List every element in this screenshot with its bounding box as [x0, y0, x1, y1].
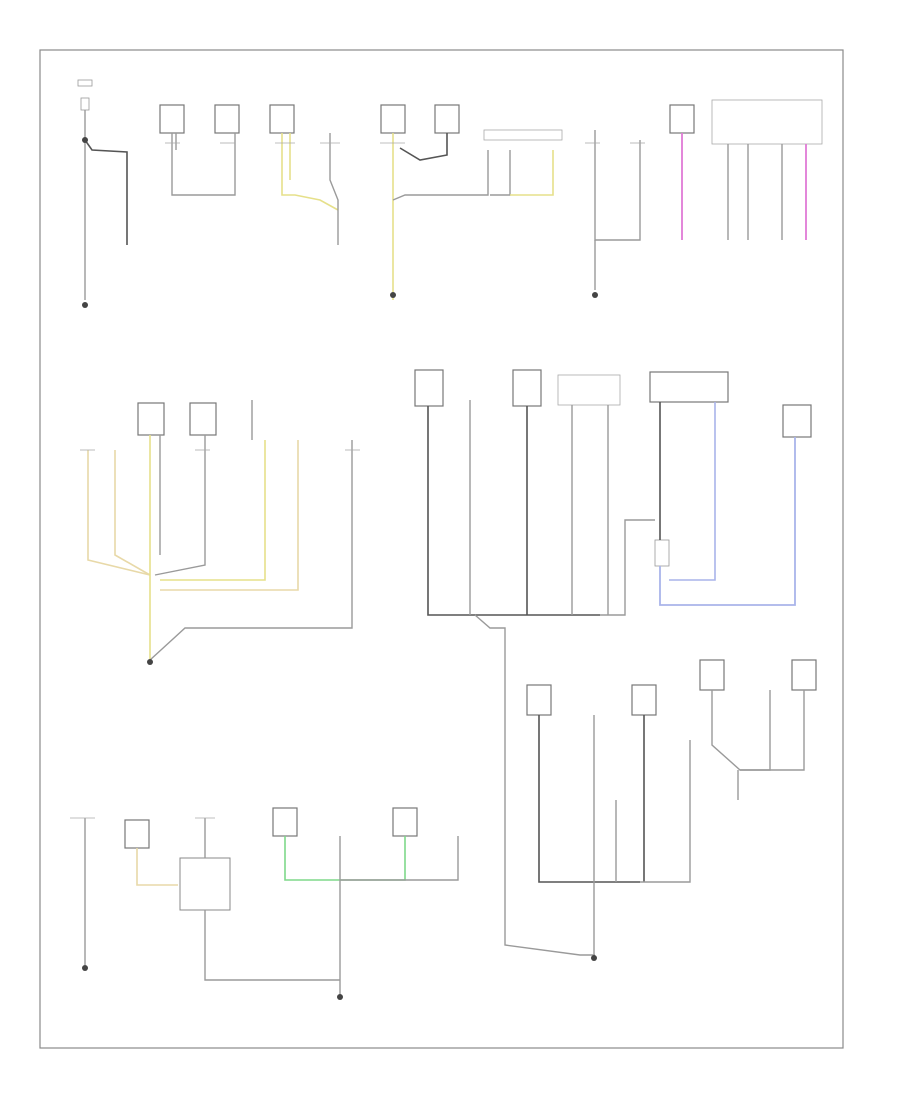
- component-box: [189, 402, 217, 436]
- connector-pin-markers: [70, 142, 645, 819]
- middle-right-circuits: [414, 369, 812, 956]
- bottom-right-circuits: [526, 659, 817, 961]
- component-box: [214, 104, 240, 134]
- component-box: [699, 659, 725, 691]
- component-box: [782, 404, 812, 438]
- ground-point-icon: [390, 292, 396, 298]
- component-box: [512, 369, 542, 407]
- component-box: [269, 104, 295, 134]
- component-box: [791, 659, 817, 691]
- component-box: [137, 402, 165, 436]
- component-box: [631, 684, 657, 716]
- component-box: [272, 807, 298, 837]
- ground-point-icon: [147, 659, 153, 665]
- component-box: [649, 371, 729, 403]
- ground-point-icon: [592, 292, 598, 298]
- bottom-left-circuits: [82, 807, 459, 1000]
- component-box: [124, 819, 150, 849]
- diagram-border: [39, 49, 844, 1049]
- component-group-center: [380, 104, 563, 300]
- component-group-right: [592, 99, 823, 298]
- ground-point-icon: [82, 137, 88, 143]
- component-box: [380, 104, 406, 134]
- component-group-left: [159, 104, 339, 245]
- component-box: [159, 104, 185, 134]
- ground-point-icon: [337, 994, 343, 1000]
- component-box: [414, 369, 444, 407]
- middle-left-circuits: [87, 400, 353, 665]
- component-box: [526, 684, 552, 716]
- top-row-circuits: [77, 79, 823, 308]
- component-box: [392, 807, 418, 837]
- ground-point-icon: [82, 302, 88, 308]
- battery-ground-branch: [77, 79, 128, 308]
- ground-point-icon: [591, 955, 597, 961]
- ground-point-icon: [82, 965, 88, 971]
- component-box: [669, 104, 695, 134]
- component-box: [434, 104, 460, 134]
